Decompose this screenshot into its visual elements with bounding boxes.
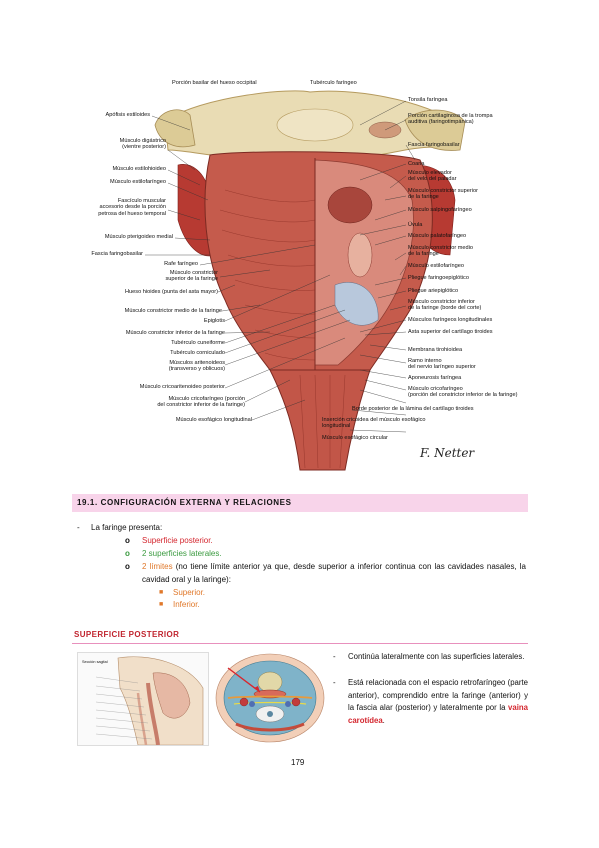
pharynx-posterior-view-figure: Porción basilar del hueso occipital Tubé… bbox=[60, 70, 530, 490]
figure-label-right-10: Músculo constrictor medio de la faringe bbox=[408, 245, 473, 258]
intro-text: La faringe presenta: bbox=[91, 523, 163, 532]
figure-label-left-2: Músculo digástrico (vientre posterior) bbox=[119, 138, 166, 151]
figure-label-left-9: Músculo constrictor superior de la farin… bbox=[165, 270, 218, 283]
list-bullet-o-1: o bbox=[125, 536, 130, 545]
figure-label-left-11: Músculo constrictor medio de la faringe bbox=[124, 308, 222, 314]
figure-label-right-15: Músculos faríngeos longitudinales bbox=[408, 317, 493, 323]
bullet-2-text: Está relacionada con el espacio retrofar… bbox=[348, 678, 528, 713]
figure-label-left-6: Músculo pterigoideo medial bbox=[104, 234, 173, 240]
sub-item-superior: Superior. bbox=[173, 588, 206, 597]
page-number: 179 bbox=[291, 758, 305, 767]
item-lateral-surfaces: 2 superficies laterales. bbox=[142, 549, 222, 558]
figure-label-right-11: Músculo estilofaríngeo bbox=[408, 263, 464, 269]
item-limits-description: (no tiene límite anterior ya que, desde … bbox=[142, 562, 526, 584]
figure-label-right-23: Músculo esofágico circular bbox=[322, 435, 388, 441]
figure-label-right-3: Fascia faringobasilar bbox=[408, 142, 460, 148]
figure-label-left-3: Músculo estilohioideo bbox=[112, 166, 166, 172]
figure-label-right-8: Úvula bbox=[408, 222, 423, 228]
figure-label-right-19: Aponeurosis faríngea bbox=[408, 375, 462, 381]
bullet-dash-1: - bbox=[333, 652, 336, 661]
item-limits-label: 2 límites bbox=[142, 562, 173, 571]
figure-label-right-5: Músculo elevador del velo del paladar bbox=[408, 170, 457, 183]
figure-label-top-1: Porción basilar del hueso occipital bbox=[172, 80, 257, 86]
figure-label-left-5: Fascículo muscular accesorio desde la po… bbox=[98, 198, 166, 217]
figure-label-left-1: Apófisis estiloides bbox=[105, 112, 150, 118]
figure-label-right-4: Coana bbox=[408, 161, 425, 167]
figure-label-left-19: Músculo esofágico longitudinal bbox=[175, 417, 252, 423]
posterior-surface-bullet-2: Está relacionada con el espacio retrofar… bbox=[348, 677, 528, 727]
figure-label-left-8: Rafe faríngeo bbox=[164, 261, 198, 267]
figure-label-right-18: Ramo interno del nervio laríngeo superio… bbox=[408, 358, 476, 371]
figure-label-left-15: Tubérculo corniculado bbox=[170, 350, 225, 356]
figure-label-left-17: Músculo cricoaritenoideo posterior bbox=[139, 384, 225, 390]
square-bullet-1: ■ bbox=[159, 589, 164, 596]
figure-label-right-6: Músculo constrictor superior de la farin… bbox=[408, 188, 478, 201]
figure-label-top-2: Tubérculo faríngeo bbox=[310, 80, 357, 86]
list-dash: - bbox=[77, 523, 80, 532]
figure-label-left-14: Tubérculo cuneiforme bbox=[171, 340, 225, 346]
list-bullet-o-3: o bbox=[125, 562, 130, 571]
figure-label-left-4: Músculo estilofaríngeo bbox=[110, 179, 166, 185]
figure-label-right-1: Tonsila faríngea bbox=[408, 97, 448, 103]
figure-label-right-22: Inserción cricoidea del músculo esofágic… bbox=[322, 417, 426, 430]
subsection-header: SUPERFICIE POSTERIOR bbox=[72, 626, 528, 644]
axial-section-image bbox=[214, 652, 326, 744]
section-title: 19.1. CONFIGURACIÓN EXTERNA Y RELACIONES bbox=[77, 498, 292, 507]
figure-label-left-10: Hueso hioides (punta del asta mayor) bbox=[125, 289, 218, 295]
axial-illustration bbox=[214, 652, 326, 744]
figure-label-right-17: Membrana tirohioidea bbox=[408, 347, 463, 353]
bullet-2-end: . bbox=[382, 715, 385, 725]
figure-label-right-2: Porción cartilaginosa de la trompa audit… bbox=[408, 113, 493, 126]
posterior-surface-bullet-1: Continúa lateralmente con las superficie… bbox=[348, 652, 525, 661]
item-posterior-surface: Superficie posterior. bbox=[142, 536, 213, 545]
sagittal-section-image: Sección sagital bbox=[77, 652, 209, 746]
bullet-dash-2: - bbox=[333, 678, 336, 687]
figure-label-left-7: Fascia faringobasilar bbox=[91, 251, 143, 257]
figure-label-right-20: Músculo cricofaríngeo (porción del const… bbox=[408, 386, 518, 399]
square-bullet-2: ■ bbox=[159, 601, 164, 608]
figure-label-left-13: Músculo constrictor inferior de la farin… bbox=[125, 330, 225, 336]
figure-label-right-9: Músculo palatofaríngeo bbox=[408, 233, 467, 239]
sagittal-caption: Sección sagital bbox=[82, 660, 108, 664]
figure-label-right-14: Músculo constrictor inferior de la farin… bbox=[408, 299, 482, 312]
figure-label-left-16: Músculos aritenoideos (transverso y obli… bbox=[168, 360, 225, 373]
sub-item-inferior: Inferior. bbox=[173, 600, 200, 609]
carotid-sheath-term: vaina carotídea bbox=[348, 703, 528, 725]
subsection-title: SUPERFICIE POSTERIOR bbox=[74, 630, 180, 639]
list-bullet-o-2: o bbox=[125, 549, 130, 558]
figure-label-right-21: Borde posterior de la lámina del cartíla… bbox=[352, 406, 474, 412]
figure-label-right-12: Pliegue faringoepiglótico bbox=[408, 275, 469, 281]
figure-label-right-7: Músculo salpingofaríngeo bbox=[408, 207, 472, 213]
sagittal-illustration bbox=[95, 656, 204, 746]
figure-label-right-13: Pliegue ariepiglótico bbox=[408, 288, 459, 294]
figure-label-right-16: Asta superior del cartílago tiroides bbox=[408, 329, 493, 335]
item-limits: 2 límites (no tiene límite anterior ya q… bbox=[142, 561, 526, 586]
section-header: 19.1. CONFIGURACIÓN EXTERNA Y RELACIONES bbox=[72, 494, 528, 512]
pharynx-illustration bbox=[145, 90, 466, 471]
netter-signature: F. Netter bbox=[420, 446, 475, 460]
figure-label-left-18: Músculo cricofaríngeo (porción del const… bbox=[157, 396, 245, 409]
figure-label-left-12: Epiglotis bbox=[203, 318, 225, 324]
